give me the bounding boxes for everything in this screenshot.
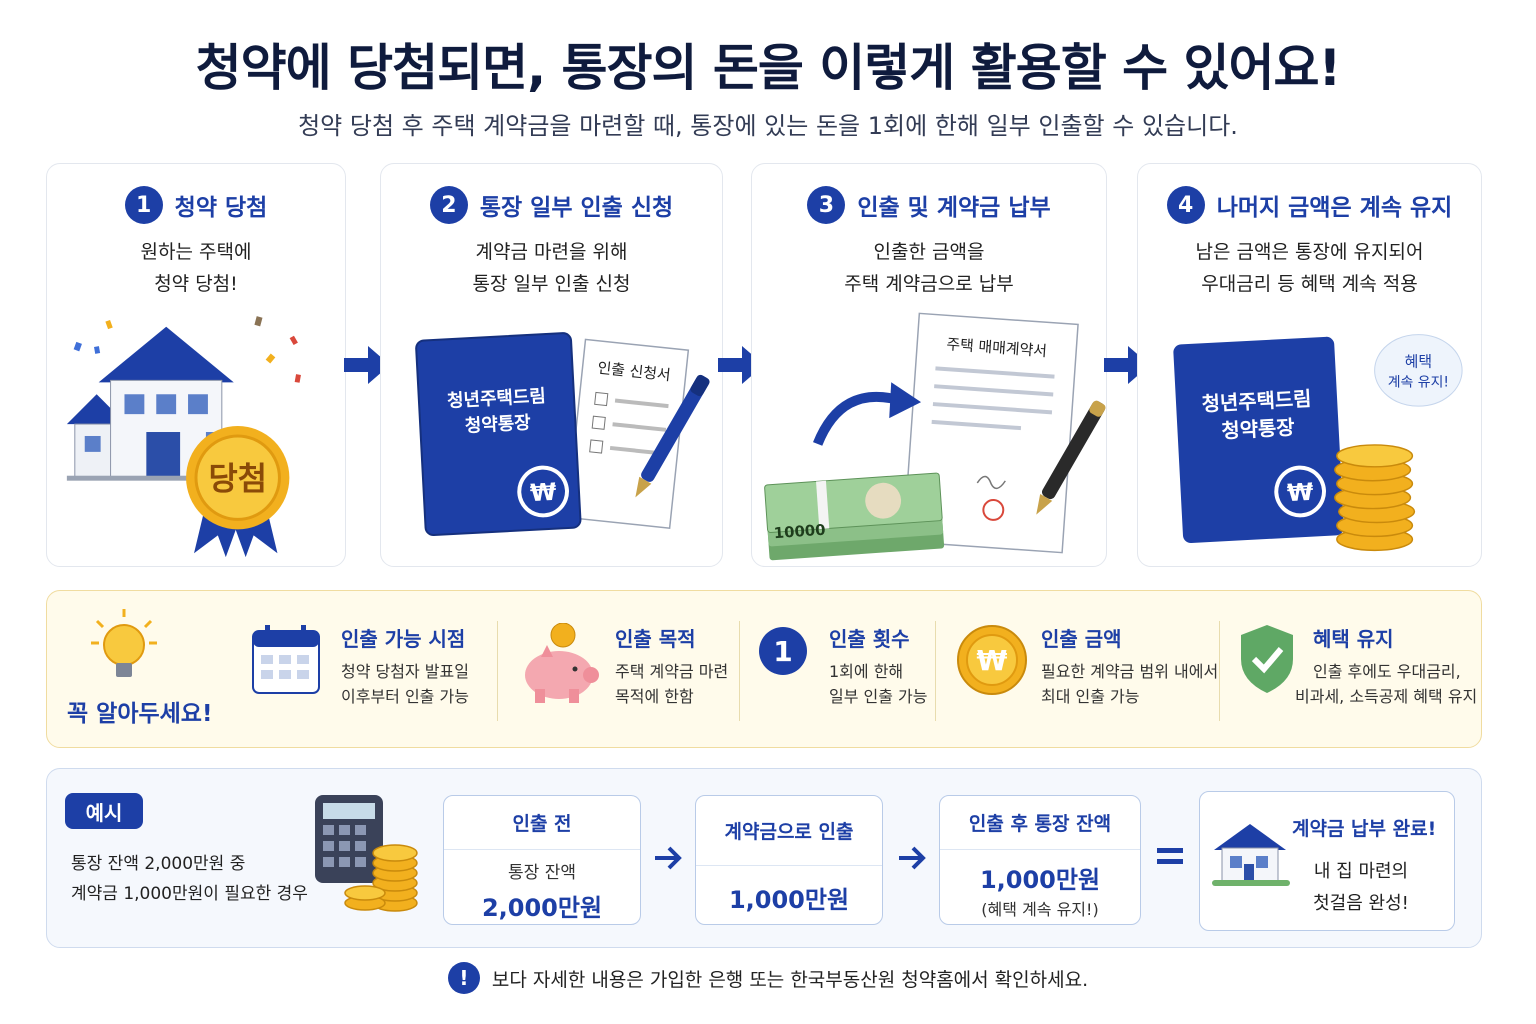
- step-number: 3: [807, 186, 846, 224]
- won-coin-icon: ₩: [957, 625, 1027, 695]
- step-title: 청약 당첨: [174, 195, 268, 221]
- svg-text:₩: ₩: [529, 478, 557, 507]
- winner-badge-text: 당첨: [208, 462, 266, 498]
- step-number: 4: [1166, 186, 1205, 224]
- number-one-icon: 1: [759, 627, 807, 675]
- piggy-bank-icon: [525, 623, 599, 703]
- footer-note: ! 보다 자세한 내용은 가입한 은행 또는 한국부동산원 청약홈에서 확인하세…: [0, 962, 1536, 994]
- notice-item-title: 인출 목적: [615, 627, 696, 651]
- arrow-right-icon: [899, 846, 926, 870]
- notice-item-desc: 인출 후에도 우대금리,비과세, 소득공제 혜택 유지: [1295, 662, 1478, 706]
- box-value: 2,000만원: [481, 894, 603, 922]
- box-note: (혜택 계속 유지!): [981, 900, 1099, 919]
- step-number: 1: [124, 186, 163, 224]
- passbook-label-2: 청약통장: [1221, 416, 1295, 443]
- passbook-label-1: 청년주택드림: [447, 386, 547, 412]
- notice-title: 꼭 알아두세요!: [67, 701, 213, 727]
- box-title: 인출 전: [444, 796, 640, 850]
- exclamation-icon: !: [447, 962, 480, 994]
- passbook-label-1: 청년주택드림: [1201, 387, 1312, 416]
- box-subtitle: 통장 잔액: [508, 863, 576, 883]
- arrow-right-icon: [655, 846, 682, 870]
- bubble-text-1: 혜택: [1405, 352, 1432, 370]
- svg-text:₩: ₩: [977, 644, 1008, 677]
- svg-text:₩: ₩: [1286, 478, 1314, 507]
- cash-amount-label: 10000: [773, 521, 826, 543]
- withdrawal-box: 계약금으로 인출 1,000만원: [695, 795, 883, 925]
- step-title: 인출 및 계약금 납부: [857, 195, 1051, 221]
- equals-icon: [1157, 848, 1183, 864]
- example-badge: 예시: [65, 793, 143, 829]
- notice-item-benefit: 혜택 유지 인출 후에도 우대금리,비과세, 소득공제 혜택 유지: [1237, 611, 1477, 729]
- arrow-right-icon: [344, 346, 390, 384]
- page-title: 청약에 당첨되면, 통장의 돈을 이렇게 활용할 수 있어요!: [195, 39, 1342, 97]
- passbook-and-form-icon: 인출 신청서 청년주택드림 청약통장 ₩: [415, 332, 710, 537]
- notice-item-title: 인출 횟수: [829, 627, 910, 651]
- footer-text: 보다 자세한 내용은 가입한 은행 또는 한국부동산원 청약홈에서 확인하세요.: [491, 968, 1089, 991]
- calendar-icon: [252, 625, 320, 694]
- passbook-with-coins-icon: 청년주택드림 청약통장 ₩ 혜택 계속 유지!: [1173, 334, 1463, 552]
- calculator-with-coins-icon: [315, 795, 418, 912]
- notice-item-title: 인출 가능 시점: [341, 627, 466, 651]
- shield-check-icon: [1241, 625, 1293, 693]
- bubble-text-2: 계속 유지!: [1388, 374, 1449, 390]
- cash-and-contract-icon: 주택 매매계약서 10000: [764, 312, 1106, 561]
- box-title: 인출 후 통장 잔액: [940, 796, 1140, 850]
- notice-item-title: 인출 금액: [1041, 627, 1122, 651]
- lightbulb-icon: [91, 609, 157, 677]
- step-number: 2: [429, 186, 468, 224]
- box-value: 1,000만원: [728, 886, 850, 914]
- step-title: 나머지 금액은 계속 유지: [1216, 195, 1453, 221]
- before-withdrawal-box: 인출 전 통장 잔액 2,000만원: [443, 795, 641, 925]
- passbook-label-2: 청약통장: [464, 411, 531, 436]
- page-subtitle: 청약 당첨 후 주택 계약금을 마련할 때, 통장에 있는 돈을 1회에 한해 …: [298, 112, 1238, 140]
- notice-item-title: 혜택 유지: [1313, 627, 1394, 651]
- step-title: 통장 일부 인출 신청: [479, 195, 674, 221]
- house-with-winner-medal-icon: 당첨: [66, 316, 301, 558]
- box-title: 계약금으로 인출: [696, 796, 882, 866]
- result-title: 계약금 납부 완료!: [1292, 818, 1437, 840]
- house-icon: [1212, 824, 1290, 886]
- after-withdrawal-box: 인출 후 통장 잔액 1,000만원 (혜택 계속 유지!): [939, 795, 1141, 925]
- box-value: 1,000만원: [979, 866, 1101, 894]
